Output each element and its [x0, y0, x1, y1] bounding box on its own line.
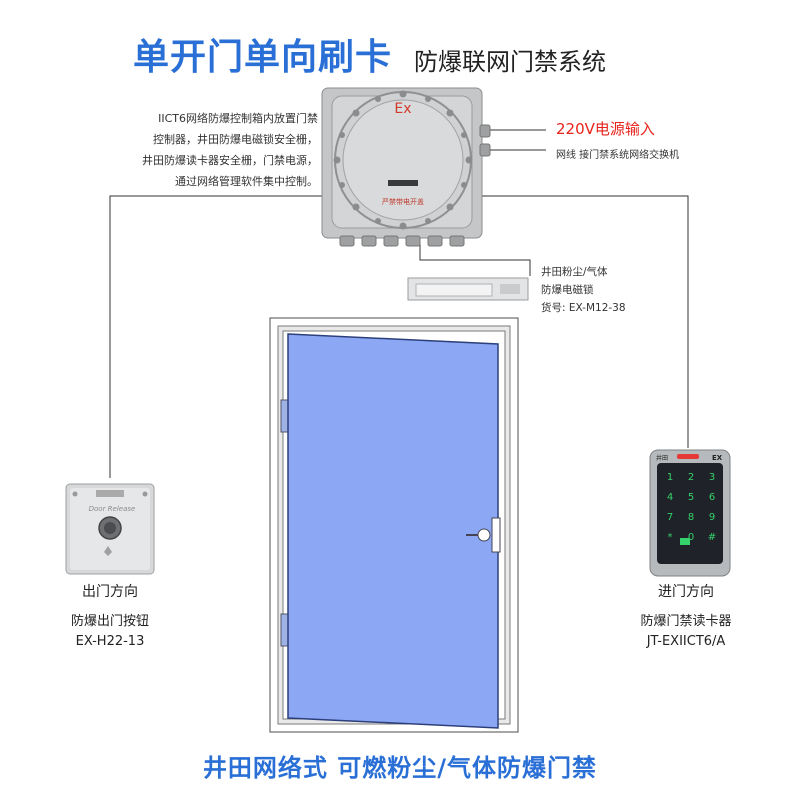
network-label: 网线 接门禁系统网络交换机 — [556, 150, 680, 161]
mag-lock-line: 货号: EX-M12-38 — [541, 302, 626, 314]
keypad-key-0[interactable]: 0 — [688, 532, 694, 543]
mag-lock-line: 井田粉尘/气体 — [541, 266, 608, 278]
keypad-key-8[interactable]: 8 — [688, 512, 694, 523]
wire-to-mag-lock — [419, 240, 531, 276]
card-reader — [649, 449, 731, 577]
description-line: 控制器，井田防爆电磁锁安全栅， — [153, 133, 318, 146]
card-reader-name: 防爆门禁读卡器 — [640, 614, 732, 629]
control-box — [321, 87, 491, 247]
card-reader-caption: 进门方向 防爆门禁读卡器 JT-EXIICT6/A — [606, 582, 766, 652]
description-line: IICT6网络防爆控制箱内放置门禁 — [158, 112, 318, 125]
reader-keypad: 1 2 3 4 5 6 7 8 9 * 0 # — [667, 472, 716, 543]
main-title: 单开门单向刷卡 — [133, 37, 393, 78]
description-line: 通过网络管理软件集中控制。 — [175, 175, 318, 188]
wire-to-exit-button — [109, 195, 330, 478]
ex-mark: Ex — [394, 101, 411, 117]
power-input-label: 220V电源输入 — [556, 120, 655, 138]
sub-title: 防爆联网门禁系统 — [414, 48, 606, 76]
control-box-description: IICT6网络防爆控制箱内放置门禁 控制器，井田防爆电磁锁安全栅， 井田防爆读卡… — [108, 108, 318, 192]
exit-button-caption: 出门方向 防爆出门按钮 EX-H22-13 — [30, 582, 190, 652]
mag-lock-line: 防爆电磁锁 — [541, 284, 594, 296]
card-reader-model: JT-EXIICT6/A — [646, 634, 726, 649]
reader-brand-left: 井田 — [656, 454, 668, 462]
mag-lock-label: 井田粉尘/气体 防爆电磁锁 货号: EX-M12-38 — [541, 263, 626, 317]
entry-direction: 进门方向 — [658, 584, 714, 600]
keypad-key-7[interactable]: 7 — [667, 512, 673, 523]
reader-brand-right: EX — [712, 454, 723, 462]
keypad-key-#[interactable]: # — [708, 532, 716, 543]
exit-button-face-text: Door Release — [89, 505, 136, 513]
keypad-key-4[interactable]: 4 — [667, 492, 673, 503]
footer-title: 井田网络式 可燃粉尘/气体防爆门禁 — [202, 754, 598, 782]
exit-button-model: EX-H22-13 — [75, 634, 145, 649]
wiring — [109, 129, 689, 478]
mag-lock — [407, 277, 529, 301]
door-leaf — [287, 333, 499, 729]
keypad-key-2[interactable]: 2 — [688, 472, 694, 483]
door-handle — [466, 517, 501, 553]
keypad-key-3[interactable]: 3 — [709, 472, 715, 483]
exit-button-name: 防爆出门按钮 — [70, 614, 149, 629]
warning-plate: 严禁带电开盖 — [382, 197, 424, 206]
wire-to-card-reader — [480, 195, 689, 448]
exit-direction: 出门方向 — [82, 584, 138, 600]
keypad-key-1[interactable]: 1 — [667, 472, 673, 483]
keypad-key-*[interactable]: * — [668, 532, 673, 543]
description-line: 井田防爆读卡器安全栅，门禁电源， — [142, 154, 318, 167]
keypad-key-6[interactable]: 6 — [709, 492, 715, 503]
keypad-key-5[interactable]: 5 — [688, 492, 694, 503]
keypad-key-9[interactable]: 9 — [709, 512, 715, 523]
exit-button — [65, 483, 155, 575]
